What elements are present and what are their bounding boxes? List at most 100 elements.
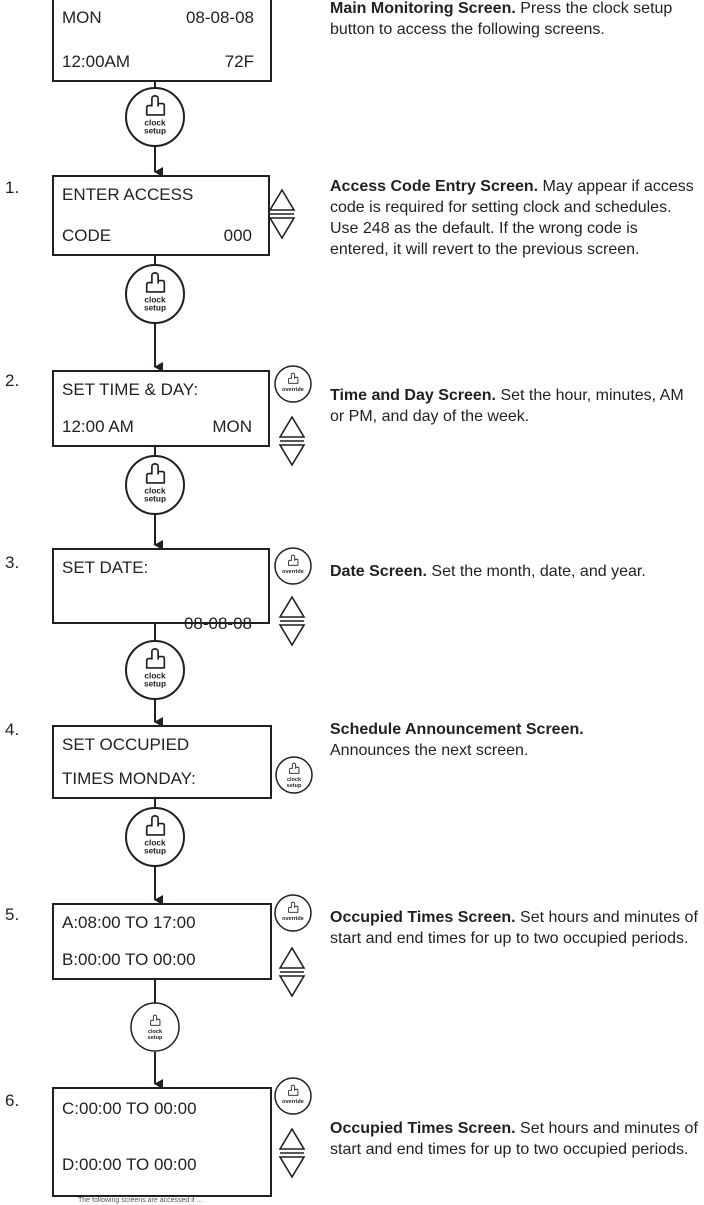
button-label: clock: [144, 838, 166, 847]
down-arrow-icon[interactable]: [278, 624, 306, 647]
lcd-occupied-times-cd: C:00:00 TO 00:00 D:00:00 TO 00:00: [52, 1087, 272, 1197]
hand-pointer-icon: [288, 554, 299, 566]
button-label: override: [282, 569, 304, 575]
lcd-text: D:00:00 TO 00:00: [62, 1155, 197, 1174]
hand-pointer-icon: [145, 814, 166, 836]
main-description: Main Monitoring Screen. Press the clock …: [330, 0, 700, 40]
button-label: setup: [144, 304, 166, 313]
button-label: override: [282, 916, 304, 922]
up-arrow-icon[interactable]: [278, 1127, 306, 1150]
desc-title: Time and Day Screen.: [330, 387, 496, 404]
down-arrow-icon[interactable]: [278, 975, 306, 998]
step-number: 3.: [5, 553, 20, 572]
step-number: 5.: [5, 905, 20, 924]
lcd-main-monitoring: MON 08-08-08 12:00AM 72F: [52, 0, 272, 82]
lcd-text: 08-08-08: [183, 614, 252, 633]
desc-text: Set hours and minutes of start and end t…: [330, 909, 698, 947]
hand-pointer-icon: [288, 372, 299, 384]
desc-title: Occupied Times Screen.: [330, 1120, 516, 1137]
up-arrow-icon[interactable]: [268, 188, 296, 211]
button-label: clock: [144, 486, 166, 495]
lcd-schedule-announcement: SET OCCUPIED TIMES MONDAY:: [52, 725, 272, 799]
hand-pointer-icon: [145, 462, 166, 484]
desc-title: Main Monitoring Screen.: [330, 0, 516, 17]
button-label: override: [282, 387, 304, 393]
lcd-text: 000: [223, 226, 252, 245]
hand-pointer-icon: [289, 762, 300, 774]
desc-title: Schedule Announcement Screen.: [330, 721, 584, 738]
lcd-text: 12:00 AM: [62, 417, 134, 436]
desc-text: Press the clock setup button to access t…: [330, 0, 673, 38]
hand-pointer-icon: [145, 647, 166, 669]
down-arrow-icon[interactable]: [268, 217, 296, 240]
override-button[interactable]: override: [274, 1077, 312, 1115]
desc-text: Set the month, date, and year.: [431, 563, 646, 580]
override-button[interactable]: override: [274, 894, 312, 932]
lcd-text: TIMES MONDAY:: [62, 769, 196, 788]
button-label: setup: [144, 495, 166, 504]
up-down-arrows[interactable]: [278, 946, 306, 998]
down-arrow-icon[interactable]: [278, 444, 306, 467]
hand-pointer-icon: [145, 94, 166, 116]
step-number: 6.: [5, 1091, 20, 1110]
up-down-arrows[interactable]: [268, 188, 296, 240]
up-arrow-icon[interactable]: [278, 415, 306, 438]
lcd-text: B:00:00 TO 00:00: [62, 950, 196, 969]
button-label: setup: [144, 127, 166, 136]
up-down-arrows[interactable]: [278, 1127, 306, 1179]
desc-text: Announces the next screen.: [330, 742, 529, 759]
lcd-text: ENTER ACCESS: [62, 185, 194, 204]
hand-pointer-icon: [145, 271, 166, 293]
desc-text: Set the hour, minutes, AM or PM, and day…: [330, 387, 684, 425]
step-number: 4.: [5, 720, 20, 739]
button-label: setup: [148, 1035, 163, 1041]
button-label: clock: [144, 295, 166, 304]
step-description: Occupied Times Screen. Set hours and min…: [330, 1118, 700, 1160]
button-label: override: [282, 1099, 304, 1105]
lcd-text: CODE: [62, 226, 112, 245]
up-down-arrows[interactable]: [278, 415, 306, 467]
down-arrow-icon[interactable]: [278, 1156, 306, 1179]
button-label: clock: [144, 118, 166, 127]
up-arrow-icon[interactable]: [278, 595, 306, 618]
step-description: Time and Day Screen. Set the hour, minut…: [330, 385, 700, 427]
step-number: 1.: [5, 178, 20, 197]
lcd-text: SET OCCUPIED: [62, 735, 190, 754]
button-label: setup: [144, 847, 166, 856]
hand-pointer-icon: [288, 901, 299, 913]
lcd-text: C:00:00 TO 00:00: [62, 1099, 197, 1118]
lcd-text: 72F: [224, 52, 254, 71]
hand-pointer-icon: [150, 1014, 161, 1026]
step-number: 2.: [5, 371, 20, 390]
lcd-text: SET DATE:: [62, 558, 149, 577]
up-down-arrows[interactable]: [278, 595, 306, 647]
lcd-text: MON: [62, 8, 102, 27]
lcd-text: 12:00AM: [62, 52, 131, 71]
override-button[interactable]: override: [274, 547, 312, 585]
desc-text: Set hours and minutes of start and end t…: [330, 1120, 698, 1158]
lcd-text: A:08:00 TO 17:00: [62, 913, 196, 932]
lcd-access-code: ENTER ACCESS CODE 000: [52, 175, 270, 256]
override-button[interactable]: override: [274, 365, 312, 403]
button-label: clock: [148, 1029, 163, 1035]
lcd-occupied-times-ab: A:08:00 TO 17:00 B:00:00 TO 00:00: [52, 903, 272, 980]
step-description: Schedule Announcement Screen. Announces t…: [330, 719, 700, 761]
desc-title: Access Code Entry Screen.: [330, 178, 539, 195]
button-label: setup: [287, 783, 302, 789]
lcd-text: SET TIME & DAY:: [62, 380, 199, 399]
button-label: setup: [144, 680, 166, 689]
step-description: Occupied Times Screen. Set hours and min…: [330, 907, 700, 949]
lcd-date: SET DATE: 08-08-08: [52, 548, 270, 633]
up-arrow-icon[interactable]: [278, 946, 306, 969]
button-label: clock: [287, 777, 302, 783]
lcd-text: 08-08-08: [185, 8, 254, 27]
